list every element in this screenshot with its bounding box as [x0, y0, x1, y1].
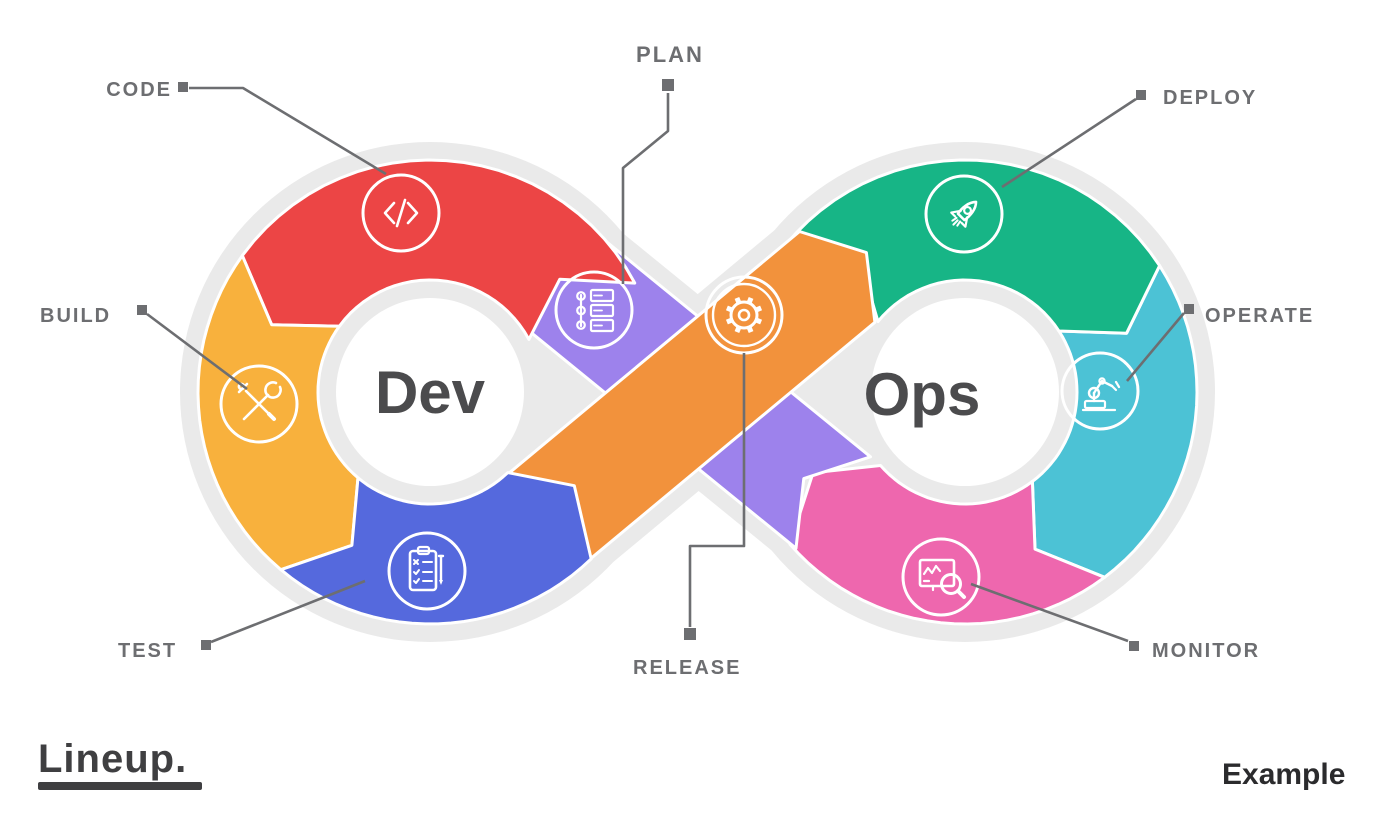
code-icon [361, 173, 441, 253]
callout-code: CODE [106, 79, 387, 176]
stage-callouts: PLAN CODE BUILD TEST RELEASE DEPLOY OPERATE MON… [40, 42, 1314, 679]
callout-test: TEST [118, 579, 366, 662]
segment-test [279, 471, 593, 626]
leader-line-deploy [1001, 97, 1137, 189]
leader-dot-build [137, 305, 147, 315]
stage-label-code: CODE [106, 79, 172, 101]
callout-operate: OPERATE [1126, 304, 1314, 382]
leader-dot-operate [1184, 304, 1194, 314]
deploy-rocket-icon [924, 174, 1004, 254]
segment-monitor [788, 464, 1107, 626]
leader-dot-release [684, 628, 696, 640]
stage-label-plan: PLAN [636, 42, 704, 67]
callout-release: RELEASE [633, 353, 746, 679]
plan-icon [554, 270, 634, 350]
stage-label-monitor: MONITOR [1152, 640, 1260, 662]
leader-line-operate [1126, 312, 1185, 382]
stage-label-test: TEST [118, 640, 177, 662]
segment-deploy [783, 158, 1162, 335]
leader-line-code [189, 86, 387, 176]
attribution-text: Example [1222, 758, 1345, 791]
footer-logo: Lineup. [38, 737, 202, 790]
dev-loop-label: Dev [375, 359, 486, 426]
build-icon [219, 364, 299, 444]
leader-line-build [146, 312, 248, 391]
test-icon [387, 531, 467, 611]
stage-label-operate: OPERATE [1205, 305, 1314, 327]
leader-line-release [688, 353, 746, 627]
stage-label-deploy: DEPLOY [1163, 87, 1257, 109]
leader-dot-test [201, 640, 211, 650]
leader-line-monitor [970, 582, 1129, 643]
stage-label-release: RELEASE [633, 657, 741, 679]
leader-line-plan [621, 93, 670, 284]
callout-deploy: DEPLOY [1001, 87, 1257, 189]
callout-monitor: MONITOR [970, 582, 1260, 662]
ops-loop-label: Ops [864, 361, 981, 428]
stage-label-build: BUILD [40, 305, 111, 327]
leader-dot-monitor [1129, 641, 1139, 651]
callout-build: BUILD [40, 305, 248, 391]
monitor-magnifier-icon [901, 537, 981, 617]
leader-line-test [210, 579, 366, 644]
logo-text: Lineup. [38, 737, 187, 781]
stage-icons [219, 173, 1140, 617]
logo-underline [38, 782, 202, 790]
leader-dot-plan [662, 79, 674, 91]
operate-robot-arm-icon [1060, 351, 1140, 431]
callout-plan: PLAN [621, 42, 704, 284]
leader-dot-deploy [1136, 90, 1146, 100]
leader-dot-code [178, 82, 188, 92]
loop-segments [196, 158, 1199, 626]
